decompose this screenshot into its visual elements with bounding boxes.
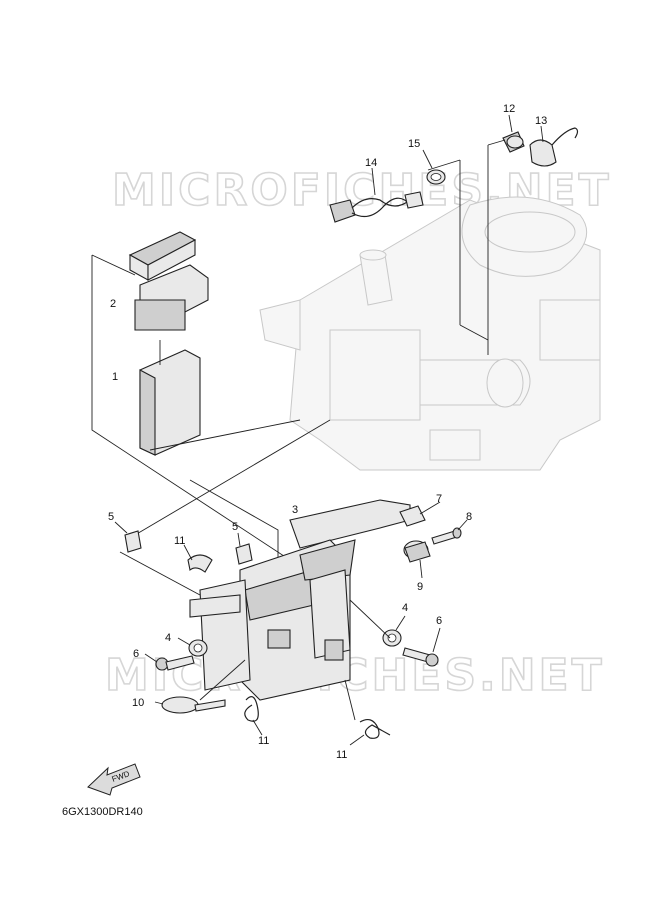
callout-7: 7 xyxy=(436,493,442,505)
part-14-harness xyxy=(329,167,424,223)
part-6-bolt-right xyxy=(402,627,441,667)
callout-11-bottom-center: 11 xyxy=(258,735,269,747)
callout-1: 1 xyxy=(112,371,118,383)
part-4-collar-right xyxy=(382,615,406,647)
callout-5-left: 5 xyxy=(108,511,114,523)
callout-8: 8 xyxy=(466,511,472,523)
part-9-clamp xyxy=(403,540,431,579)
callout-13: 13 xyxy=(535,115,547,127)
part-15-oring xyxy=(422,149,446,185)
part-5-grommet-left xyxy=(114,521,142,553)
part-10-band xyxy=(154,659,246,714)
callout-12: 12 xyxy=(503,103,515,115)
part-8-bolt xyxy=(431,519,468,545)
part-12-sensor xyxy=(502,114,525,153)
callout-6-left: 6 xyxy=(133,648,139,660)
part-11-clip-bottom-right xyxy=(344,679,391,746)
callout-5-center: 5 xyxy=(232,521,238,533)
part-2-bracket xyxy=(128,231,209,331)
callout-4-right: 4 xyxy=(402,602,408,614)
part-4-collar-left xyxy=(177,637,208,657)
callout-15: 15 xyxy=(408,138,420,150)
part-1-cdi-unit xyxy=(139,340,201,456)
part-7-plate xyxy=(399,501,441,527)
part-3-mounting-plate xyxy=(189,499,411,701)
part-11-clip-top xyxy=(183,544,213,573)
part-5-grommet-center xyxy=(235,532,253,565)
callout-2: 2 xyxy=(110,298,116,310)
engine-block-ghost xyxy=(259,196,601,471)
part-11-clip-bottom-center xyxy=(244,696,263,736)
fwd-arrow-icon: FWD xyxy=(87,763,141,796)
callout-11-bottom-right: 11 xyxy=(336,749,347,761)
callout-11-top: 11 xyxy=(174,535,185,547)
diagram-code: 6GX1300DR140 xyxy=(62,806,143,818)
callout-3: 3 xyxy=(292,504,298,516)
part-6-bolt-left xyxy=(144,653,195,671)
callout-6-right: 6 xyxy=(436,615,442,627)
callout-4-left: 4 xyxy=(165,632,171,644)
part-13-cap xyxy=(529,125,579,167)
callout-9: 9 xyxy=(417,581,423,593)
watermark-bottom: MICROFICHES.NET xyxy=(105,650,605,701)
callout-10: 10 xyxy=(132,697,144,709)
callout-14: 14 xyxy=(365,157,377,169)
